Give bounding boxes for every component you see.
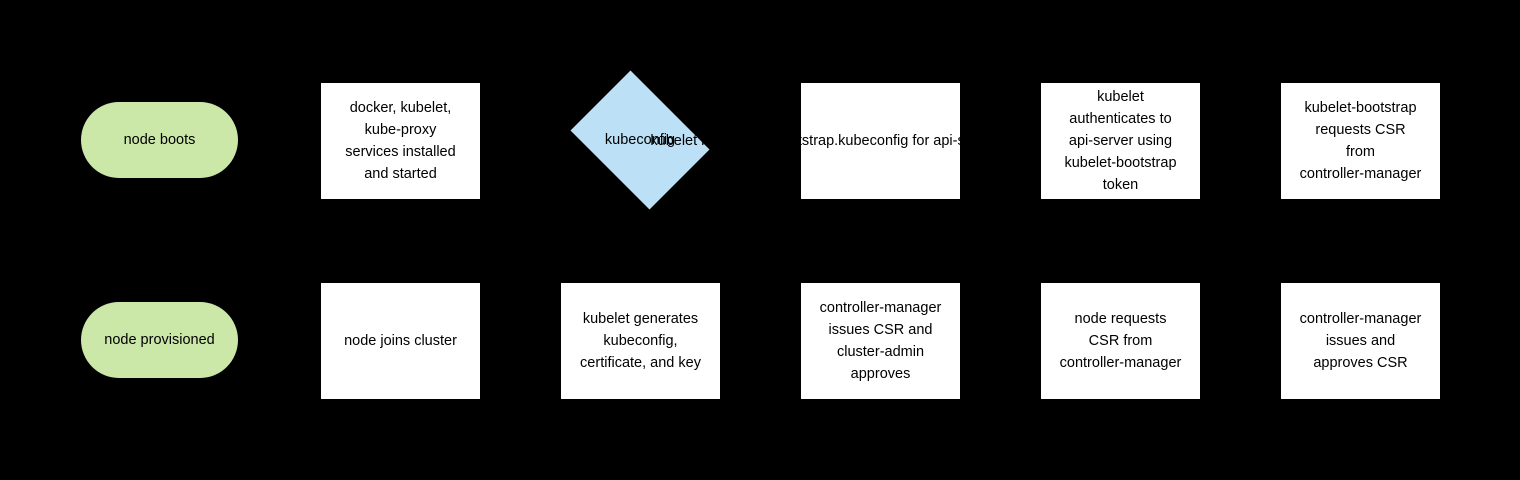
node-kubelet-generates-kubeconfig[interactable]: kubelet generates kubeconfig, certificat… (561, 283, 720, 399)
node-node-provisioned[interactable]: node provisioned (81, 302, 238, 378)
node-kubeconfig-decision[interactable]: kubeconfig (561, 70, 719, 210)
node-label-kubelet-authenticates: kubelet authenticates to api-server usin… (1064, 89, 1177, 193)
node-label-controller-manager-issues-csr: controller-manager issues CSR and cluste… (819, 300, 942, 382)
node-bootstrap-requests-csr[interactable]: kubelet-bootstrap requests CSR from cont… (1281, 83, 1440, 199)
node-kubelet-authenticates[interactable]: kubelet authenticates to api-server usin… (1041, 83, 1200, 199)
node-kubelet-references-bootstrap[interactable]: kubelet references bootstrap.kubeconfig … (650, 83, 1111, 199)
node-node-requests-csr[interactable]: node requests CSR from controller-manage… (1041, 283, 1200, 399)
node-label-kubelet-generates-kubeconfig: kubelet generates kubeconfig, certificat… (580, 311, 701, 371)
node-node-boots[interactable]: node boots (81, 102, 238, 178)
node-label-services-installed: docker, kubelet, kube-proxy services ins… (345, 100, 456, 182)
node-label-kubeconfig-decision: kubeconfig (604, 132, 676, 148)
node-services-installed[interactable]: docker, kubelet, kube-proxy services ins… (321, 83, 480, 199)
node-label-node-joins-cluster: node joins cluster (344, 333, 457, 349)
node-label-controller-manager-approves-csr: controller-manager issues and approves C… (1299, 311, 1422, 371)
node-node-joins-cluster[interactable]: node joins cluster (321, 283, 480, 399)
node-controller-manager-approves-csr[interactable]: controller-manager issues and approves C… (1281, 283, 1440, 399)
node-label-kubelet-references-bootstrap: kubelet references bootstrap.kubeconfig … (650, 133, 1111, 149)
node-label-node-boots: node boots (123, 132, 196, 148)
node-label-node-provisioned: node provisioned (104, 332, 215, 348)
node-controller-manager-issues-csr[interactable]: controller-manager issues CSR and cluste… (801, 283, 960, 399)
node-label-node-requests-csr: node requests CSR from controller-manage… (1059, 311, 1182, 371)
node-label-bootstrap-requests-csr: kubelet-bootstrap requests CSR from cont… (1299, 100, 1422, 182)
